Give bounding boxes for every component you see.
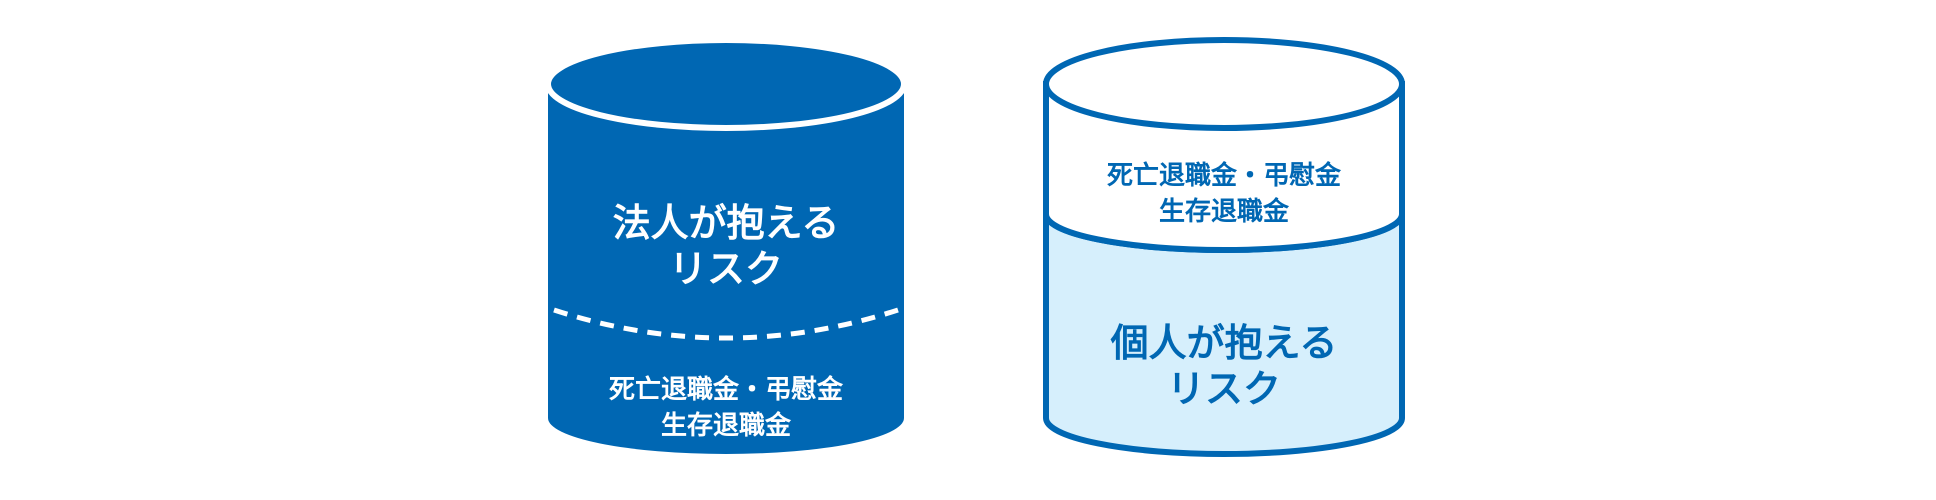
right-cylinder: 死亡退職金・弔慰金 生存退職金 個人が抱える リスク: [1043, 37, 1405, 457]
right-cylinder-top: [1043, 37, 1405, 131]
right-top-label-line2: 生存退職金: [1159, 196, 1290, 227]
left-cylinder: 法人が抱える リスク 死亡退職金・弔慰金 生存退職金: [545, 37, 907, 454]
left-cylinder-top: [545, 37, 907, 131]
left-dashed-divider: [553, 307, 899, 341]
left-main-label-line2: リスク: [669, 247, 783, 291]
left-sub-label-line1: 死亡退職金・弔慰金: [609, 374, 844, 405]
left-main-label-line1: 法人が抱える: [613, 201, 840, 245]
right-cylinder-upper-band: [1043, 81, 1405, 253]
left-sub-label-line2: 生存退職金: [661, 410, 792, 441]
left-cylinder-body: [548, 86, 904, 454]
right-main-label-line2: リスク: [1167, 367, 1281, 411]
right-main-label-line1: 個人が抱える: [1110, 321, 1338, 365]
right-top-label-line1: 死亡退職金・弔慰金: [1107, 160, 1342, 191]
